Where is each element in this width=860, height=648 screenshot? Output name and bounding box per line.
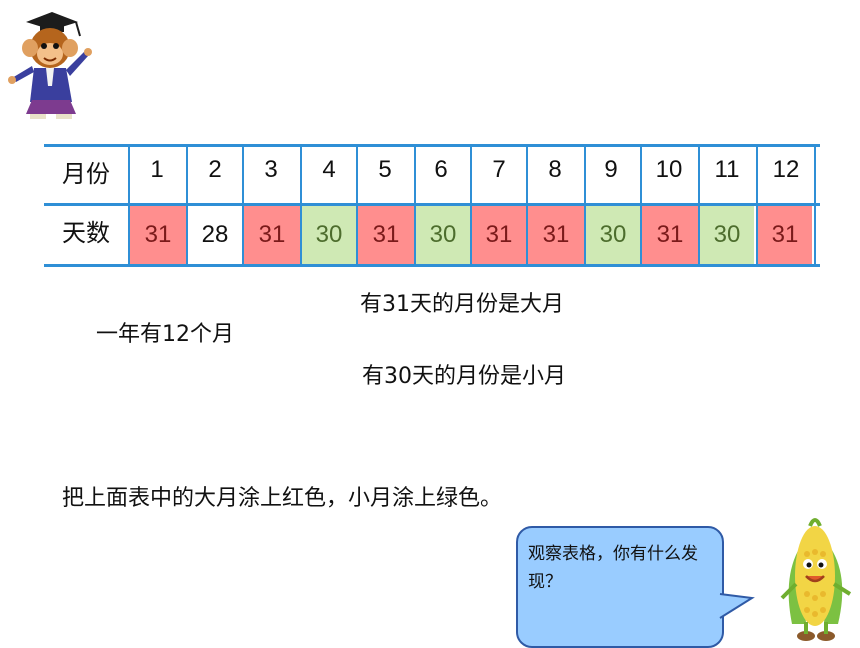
table-divider	[814, 147, 816, 264]
table-divider	[414, 147, 416, 264]
month-cell: 11	[714, 156, 740, 183]
small-month-rule-text: 有30天的月份是小月	[362, 364, 566, 389]
row-label-month: 月份	[62, 159, 110, 188]
instruction-text: 把上面表中的大月涂上红色，小月涂上绿色。	[62, 486, 503, 511]
day-cell-small-month: 30	[700, 206, 754, 264]
speech-bubble-tail	[719, 593, 755, 619]
day-cell-big-month: 31	[758, 206, 812, 264]
month-cell: 5	[378, 156, 392, 183]
month-cell: 7	[492, 156, 506, 183]
month-cell: 3	[264, 156, 278, 183]
day-cell-small-month: 30	[302, 206, 356, 264]
monkey-graduate-icon	[4, 6, 100, 122]
month-cell: 10	[655, 156, 683, 183]
day-cell: 28	[201, 221, 229, 248]
table-divider	[640, 147, 642, 264]
day-cell-small-month: 30	[586, 206, 640, 264]
month-cell: 4	[322, 156, 336, 183]
table-divider	[526, 147, 528, 264]
table-divider	[186, 147, 188, 264]
speech-bubble: 观察表格，你有什么发现？	[516, 526, 724, 648]
table-divider	[242, 147, 244, 264]
table-bottom-line	[44, 264, 820, 267]
table-divider	[300, 147, 302, 264]
month-cell: 1	[150, 156, 164, 183]
bubble-text: 观察表格，你有什么发现？	[528, 544, 698, 592]
row-label-days: 天数	[62, 218, 110, 247]
day-cell-big-month: 31	[642, 206, 698, 264]
table-divider	[470, 147, 472, 264]
day-cell-big-month: 31	[130, 206, 186, 264]
day-cell-small-month: 30	[416, 206, 470, 264]
month-cell: 9	[604, 156, 618, 183]
month-cell: 2	[208, 156, 222, 183]
table-divider	[128, 147, 130, 264]
table-middle-line	[44, 203, 820, 206]
month-cell: 8	[548, 156, 562, 183]
table-divider	[698, 147, 700, 264]
big-month-rule-text: 有31天的月份是大月	[360, 292, 564, 317]
month-cell: 6	[434, 156, 448, 183]
day-cell-big-month: 31	[244, 206, 300, 264]
month-cell: 12	[772, 156, 800, 183]
day-cell-big-month: 31	[358, 206, 414, 264]
day-cell-big-month: 31	[472, 206, 526, 264]
year-months-text: 一年有12个月	[96, 322, 234, 347]
months-days-table: 月份 天数 1 2 3 4 5 6 7 8 9 10 11 12 31 28 3…	[44, 144, 820, 268]
day-cell-big-month: 31	[528, 206, 584, 264]
corn-character-icon	[772, 514, 858, 644]
table-divider	[756, 147, 758, 264]
table-divider	[356, 147, 358, 264]
table-divider	[584, 147, 586, 264]
table-top-line	[44, 144, 820, 147]
